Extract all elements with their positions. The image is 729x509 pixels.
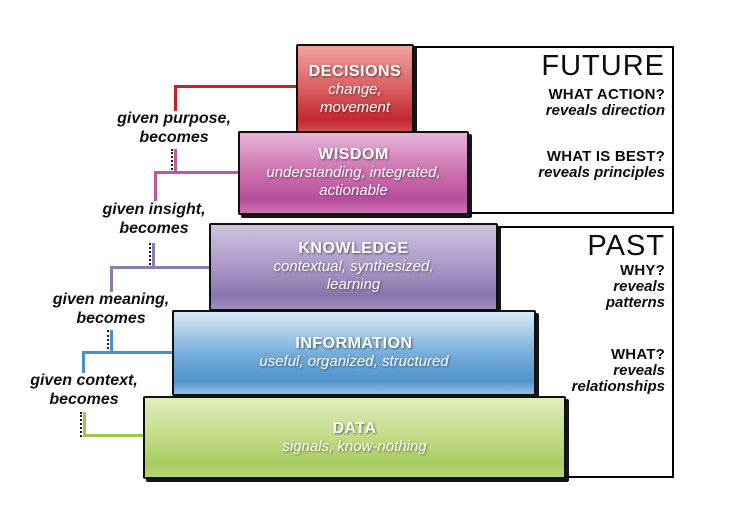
pyramid-block-wisdom: WISDOM understanding, integrated, action… (238, 131, 469, 215)
question-why: WHY? (620, 262, 665, 279)
connector-wisdom-up-vertical (174, 149, 177, 174)
era-title-past: PAST (587, 230, 665, 262)
block-subtitle-information: useful, organized, structured (259, 353, 449, 370)
connector-dotted-purpose (171, 149, 173, 174)
block-title-knowledge: KNOWLEDGE (298, 240, 409, 257)
block-subtitle-decisions: change, movement (319, 81, 391, 116)
future-panel: FUTURE WHAT ACTION? reveals direction WH… (412, 46, 674, 214)
reveals-direction: reveals direction (545, 102, 665, 119)
reveals-patterns: reveals patterns (605, 278, 665, 311)
connector-information-up-vertical (110, 330, 113, 353)
block-title-data: DATA (332, 419, 377, 437)
transition-label-context: given context, becomes (30, 372, 138, 408)
connector-dotted-context (80, 412, 82, 437)
block-subtitle-data: signals, know-nothing (282, 437, 427, 455)
connector-dotted-insight (149, 243, 151, 269)
block-title-information: INFORMATION (295, 335, 413, 352)
connector-knowledge-down-vertical (110, 266, 113, 292)
connector-data-vertical (83, 412, 86, 437)
block-title-wisdom: WISDOM (318, 146, 389, 163)
reveals-relationships: reveals relationships (571, 362, 665, 395)
connector-data-horizontal (83, 434, 145, 437)
connector-knowledge-horizontal (110, 266, 211, 269)
pyramid-block-decisions: DECISIONS change, movement (296, 44, 414, 136)
connector-knowledge-up-vertical (152, 243, 155, 269)
pyramid-block-information: INFORMATION useful, organized, structure… (172, 310, 536, 396)
transition-label-meaning: given meaning, becomes (52, 291, 170, 327)
era-title-future: FUTURE (541, 50, 665, 82)
question-what: WHAT? (610, 346, 665, 363)
connector-decisions-horizontal (176, 85, 296, 88)
connector-decisions-vertical (174, 85, 177, 111)
pyramid-block-data: DATA signals, know-nothing (143, 396, 566, 479)
question-what-action: WHAT ACTION? (548, 86, 665, 103)
transition-label-insight: given insight, becomes (102, 201, 206, 237)
reveals-principles: reveals principles (538, 164, 665, 181)
connector-wisdom-horizontal (154, 171, 240, 174)
block-subtitle-knowledge: contextual, synthesized, learning (273, 258, 434, 293)
pyramid-block-knowledge: KNOWLEDGE contextual, synthesized, learn… (209, 223, 498, 311)
connector-information-horizontal (82, 351, 174, 354)
connector-wisdom-down-vertical (154, 171, 157, 201)
past-panel: PAST WHY? reveals patterns WHAT? reveals… (472, 226, 674, 478)
connector-dotted-meaning (107, 330, 109, 353)
question-what-is-best: WHAT IS BEST? (546, 148, 665, 165)
connector-information-down-vertical (82, 351, 85, 373)
block-title-decisions: DECISIONS (308, 63, 402, 80)
transition-label-purpose: given purpose, becomes (117, 110, 231, 146)
block-subtitle-wisdom: understanding, integrated, actionable (266, 164, 441, 199)
